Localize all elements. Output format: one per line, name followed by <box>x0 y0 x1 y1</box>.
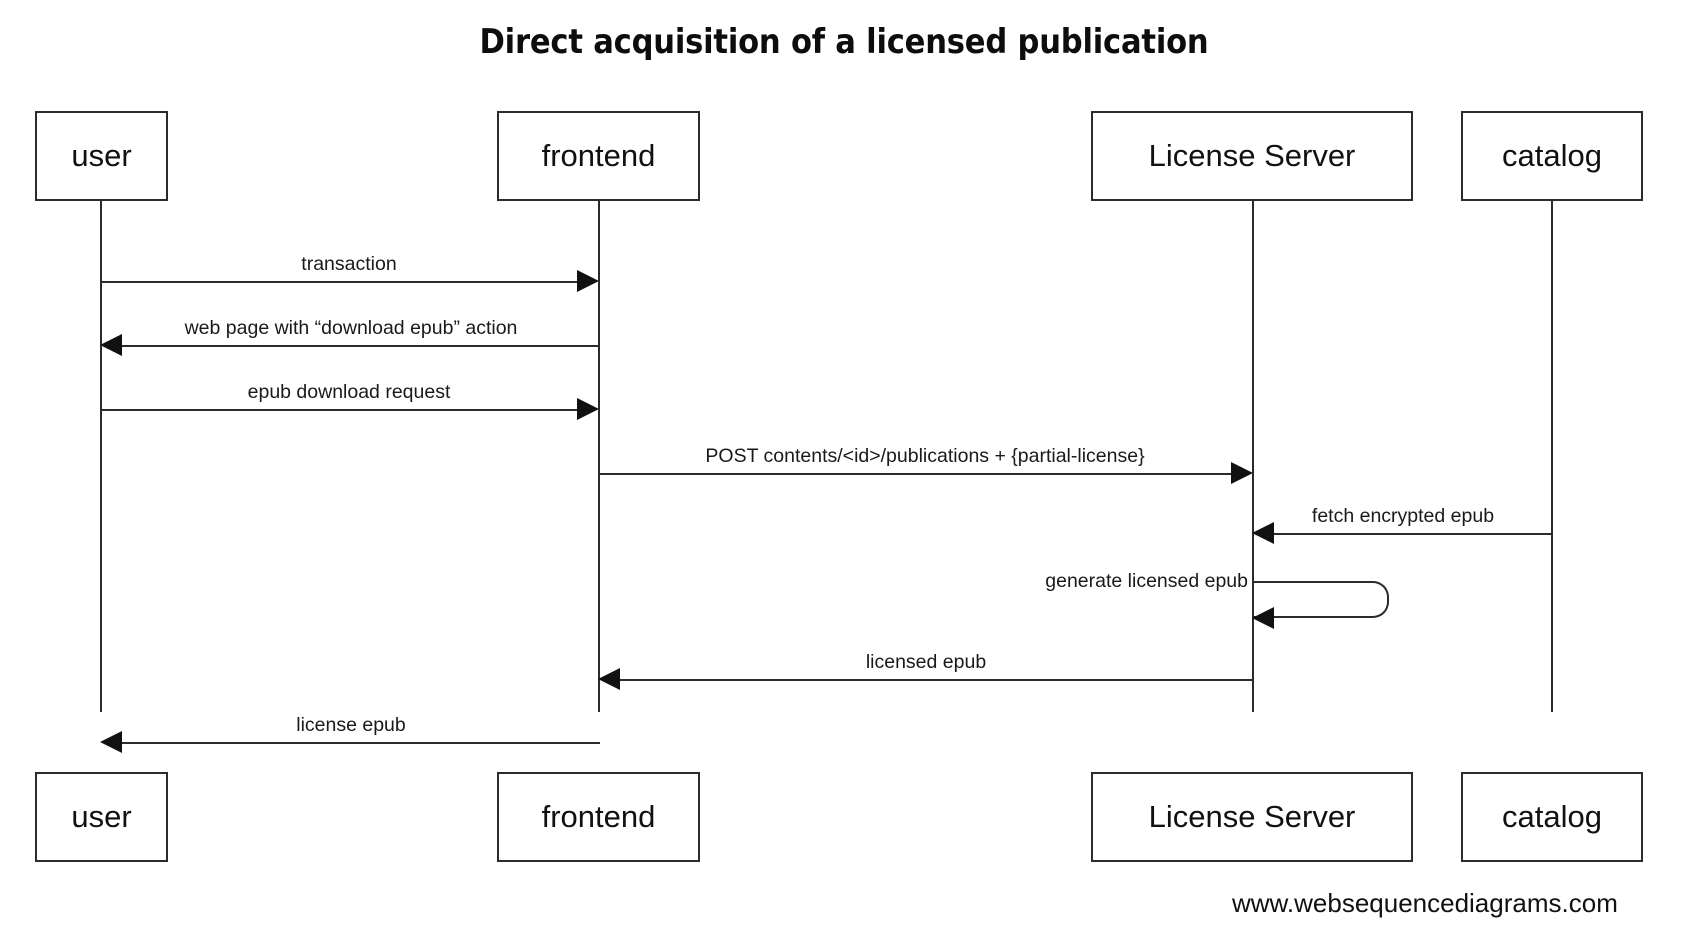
actor-box-user-bottom[interactable]: user <box>35 772 168 862</box>
actor-label-frontend-bottom: frontend <box>541 799 656 834</box>
arrowhead-left-license-epub <box>100 731 122 753</box>
actor-label-frontend-top: frontend <box>541 138 656 173</box>
message-line-licensed-epub <box>620 679 1252 681</box>
actor-box-frontend-top[interactable]: frontend <box>497 111 700 201</box>
diagram-title: Direct acquisition of a licensed publica… <box>479 22 1209 62</box>
footer-watermark: www.websequencediagrams.com <box>1232 888 1618 918</box>
message-label-generate-licensed-epub: generate licensed epub <box>1045 570 1248 592</box>
actor-box-license-server-bottom[interactable]: License Server <box>1091 772 1413 862</box>
lifeline-user <box>100 200 102 712</box>
message-label-transaction: transaction <box>301 253 397 275</box>
arrowhead-right-post-publications-partial-license <box>1231 462 1253 484</box>
message-line-web-page-download-epub-action <box>122 345 600 347</box>
actor-box-license-server-top[interactable]: License Server <box>1091 111 1413 201</box>
arrowhead-right-transaction <box>577 270 599 292</box>
message-label-license-epub: license epub <box>296 714 406 736</box>
lifeline-catalog <box>1551 200 1553 712</box>
actor-label-license-server-top: License Server <box>1148 138 1356 173</box>
actor-label-license-server-bottom: License Server <box>1148 799 1356 834</box>
message-line-post-publications-partial-license <box>598 473 1231 475</box>
actor-box-catalog-top[interactable]: catalog <box>1461 111 1643 201</box>
arrowhead-left-fetch-encrypted-epub <box>1252 522 1274 544</box>
message-line-license-epub <box>122 742 600 744</box>
actor-label-user-bottom: user <box>71 799 132 834</box>
lifeline-license-server <box>1252 200 1254 712</box>
actor-label-user-top: user <box>71 138 132 173</box>
message-label-post-publications-partial-license: POST contents/<id>/publications + {parti… <box>705 445 1145 467</box>
message-line-epub-download-request <box>100 409 577 411</box>
actor-label-catalog-bottom: catalog <box>1502 799 1602 834</box>
message-label-web-page-download-epub-action: web page with “download epub” action <box>184 317 518 339</box>
actor-box-frontend-bottom[interactable]: frontend <box>497 772 700 862</box>
message-line-transaction <box>100 281 577 283</box>
lifeline-frontend <box>598 200 600 712</box>
arrowhead-left-web-page-download-epub-action <box>100 334 122 356</box>
message-label-licensed-epub: licensed epub <box>865 651 987 673</box>
actor-box-user-top[interactable]: user <box>35 111 168 201</box>
arrowhead-left-licensed-epub <box>598 668 620 690</box>
self-loop-generate-licensed-epub <box>1252 581 1389 618</box>
message-label-epub-download-request: epub download request <box>247 381 451 403</box>
arrowhead-right-epub-download-request <box>577 398 599 420</box>
actor-box-catalog-bottom[interactable]: catalog <box>1461 772 1643 862</box>
message-line-fetch-encrypted-epub <box>1274 533 1552 535</box>
arrowhead-left-generate-licensed-epub <box>1252 607 1274 629</box>
actor-label-catalog-top: catalog <box>1502 138 1602 173</box>
message-label-fetch-encrypted-epub: fetch encrypted epub <box>1311 505 1495 527</box>
